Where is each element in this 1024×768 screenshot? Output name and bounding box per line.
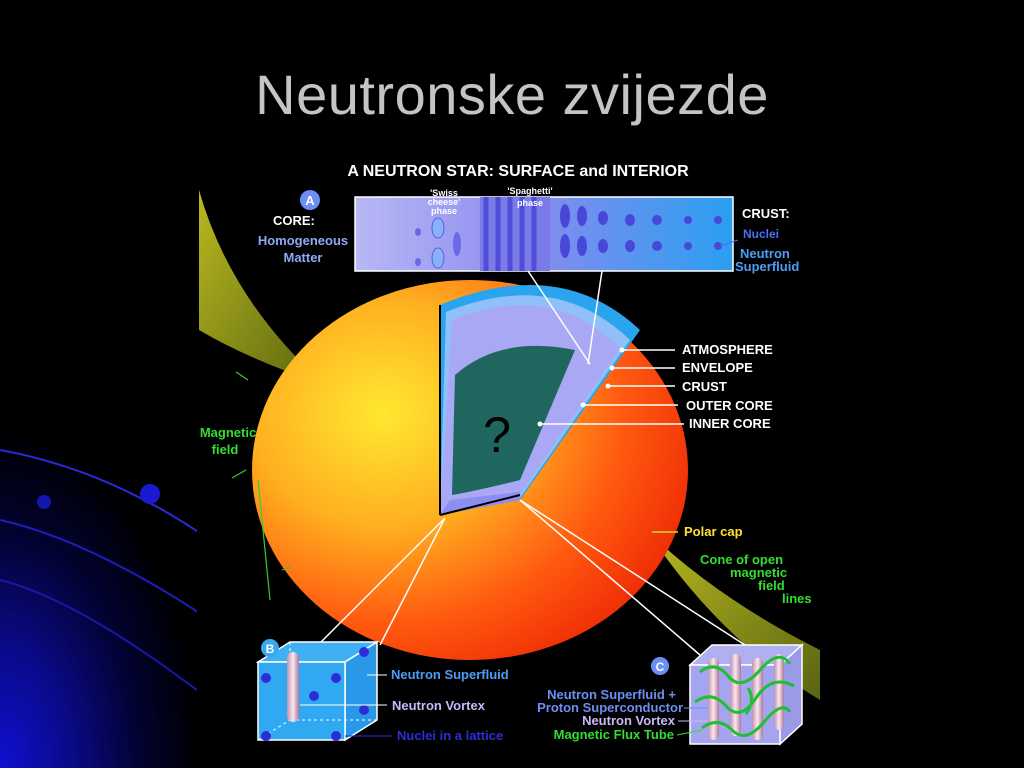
- swiss-label-2: cheese': [428, 197, 461, 207]
- nuclei-label: Nuclei: [743, 227, 779, 241]
- core-desc-1: Homogeneous: [258, 233, 348, 248]
- magnetic-field-label-2: field: [212, 442, 239, 457]
- slide-title: Neutronske zvijezde: [255, 63, 769, 126]
- crust-label: CRUST:: [742, 206, 790, 221]
- badge-b: B: [266, 642, 275, 656]
- inset-b: B Neutron Superfluid Neutron Vortex Nucl…: [255, 639, 509, 743]
- figure-heading: A NEUTRON STAR: SURFACE and INTERIOR: [347, 163, 689, 180]
- neutron-star-diagram: ? A NEUTRON STAR: SURFACE and INTERIOR: [197, 152, 821, 748]
- swiss-label-3: phase: [431, 206, 457, 216]
- layer-labels: ATMOSPHERE ENVELOPE CRUST OUTER CORE INN…: [537, 342, 773, 431]
- neutron-label-1: Neutron: [740, 246, 790, 261]
- layer-label-crust: CRUST: [682, 379, 727, 394]
- layer-label-atmosphere: ATMOSPHERE: [682, 342, 773, 357]
- spaghetti-label-1: 'Spaghetti': [507, 186, 552, 196]
- badge-a: [300, 190, 320, 210]
- layer-label-outer-core: OUTER CORE: [686, 398, 773, 413]
- polar-cap-label: Polar cap: [684, 524, 743, 539]
- inset-c: C Neutron Superfluid + Proton Supercondu…: [537, 643, 804, 746]
- inset-b-label-superfluid: Neutron Superfluid: [391, 667, 509, 682]
- core-label: CORE:: [273, 213, 315, 228]
- cone-label-1: Cone of open: [700, 552, 783, 567]
- question-mark: ?: [483, 407, 511, 463]
- badge-c: C: [656, 660, 665, 674]
- inset-a: A CORE: Homogeneous Matter 'Swiss cheese…: [258, 186, 799, 274]
- inset-c-label-superfluid: Neutron Superfluid +: [547, 687, 676, 702]
- cone-label-4: lines: [782, 591, 812, 606]
- layer-label-envelope: ENVELOPE: [682, 360, 753, 375]
- cone-label-3: field: [758, 578, 785, 593]
- inset-b-label-vortex: Neutron Vortex: [392, 698, 486, 713]
- inner-core-layer: [452, 345, 575, 495]
- svg-text:A: A: [305, 193, 315, 208]
- layer-label-inner-core: INNER CORE: [689, 416, 771, 431]
- core-desc-2: Matter: [283, 250, 322, 265]
- inset-c-label-flux-tube: Magnetic Flux Tube: [554, 727, 674, 742]
- cone-label-2: magnetic: [730, 565, 787, 580]
- magnetic-cone-upper: [199, 190, 325, 385]
- swiss-label-1: 'Swiss: [430, 188, 458, 198]
- inset-b-label-nuclei: Nuclei in a lattice: [397, 728, 503, 743]
- neutron-label-2: Superfluid: [735, 259, 799, 274]
- inset-c-label-superconductor: Proton Superconductor: [537, 700, 683, 715]
- magnetic-field-lines: [231, 371, 293, 601]
- inset-c-label-vortex: Neutron Vortex: [582, 713, 676, 728]
- magnetic-field-label-1: Magnetic: [200, 425, 256, 440]
- spaghetti-label-2: phase: [517, 198, 543, 208]
